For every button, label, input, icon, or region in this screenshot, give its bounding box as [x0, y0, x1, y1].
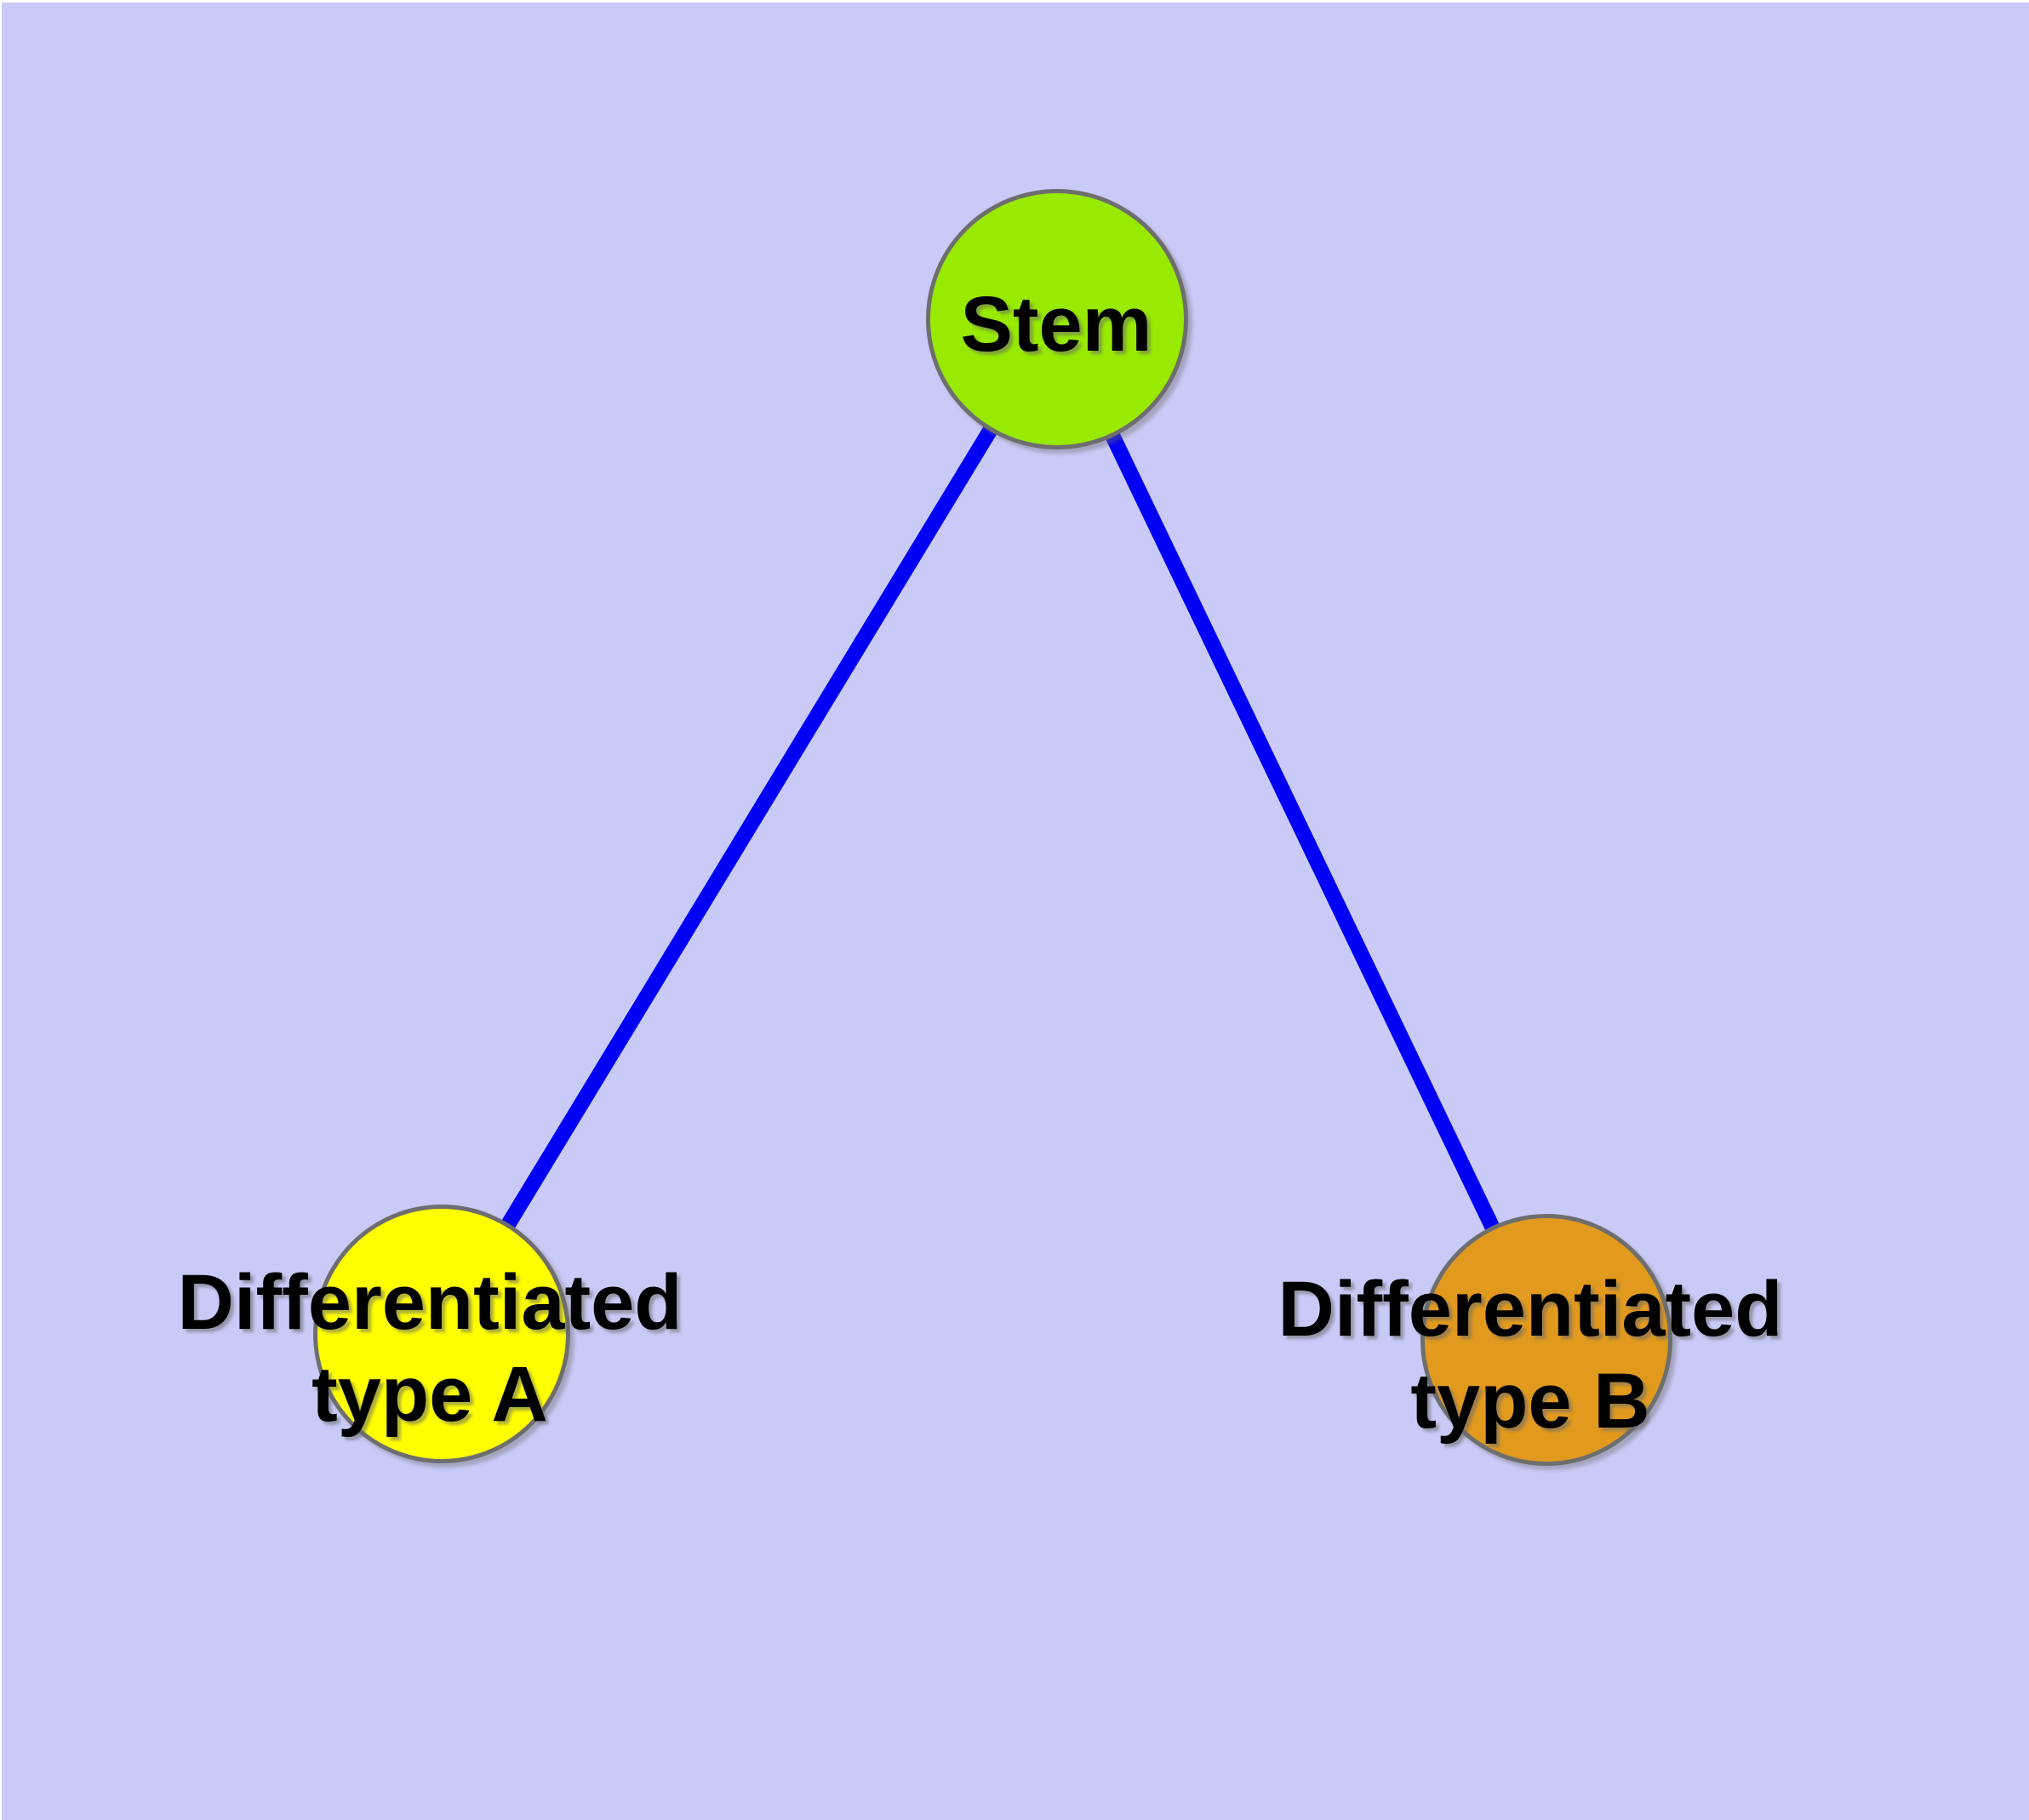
node-stem-label: Stem	[961, 278, 1152, 370]
node-stem-circle	[926, 189, 1188, 449]
edge-stem-to-type-a	[435, 316, 1064, 1338]
edges-layer	[435, 316, 1554, 1343]
node-differentiated-type-b-circle	[1420, 1214, 1672, 1466]
node-type-a-label-line1: Differentiated	[177, 1259, 683, 1346]
node-differentiated-type-a-label: Differentiated type A	[178, 1256, 683, 1440]
node-differentiated-type-a-circle	[313, 1205, 570, 1463]
node-differentiated-type-b-label: Differentiated type B	[1278, 1263, 1783, 1447]
node-type-b-label-line1: Differentiated	[1277, 1266, 1783, 1353]
node-type-b-label-line2: type B	[1410, 1358, 1650, 1445]
edge-stem-to-type-b	[1049, 317, 1554, 1343]
node-type-a-label-line2: type A	[311, 1351, 548, 1438]
node-stem-label-text: Stem	[960, 281, 1152, 368]
